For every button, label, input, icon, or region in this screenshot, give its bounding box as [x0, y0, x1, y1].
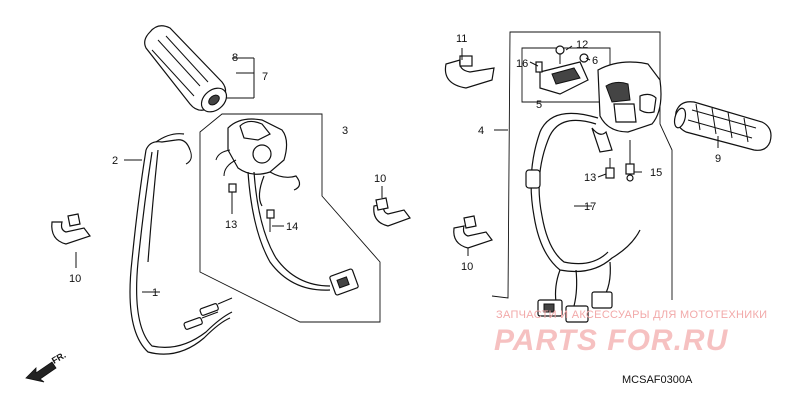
screw-14-left — [266, 209, 275, 232]
callout-10-middle: 10 — [374, 173, 386, 185]
callout-8: 8 — [232, 52, 238, 64]
left-assembly-frame — [124, 57, 381, 323]
callout-13-right: 13 — [584, 172, 596, 184]
band-clamp-11 — [444, 55, 495, 89]
callout-17: 17 — [584, 201, 596, 213]
right-grip — [673, 101, 772, 151]
callout-1: 1 — [152, 287, 158, 299]
callout-10-right: 10 — [461, 261, 473, 273]
callout-5: 5 — [536, 99, 542, 111]
screw-13-right — [605, 158, 615, 179]
right-wire-harness — [525, 112, 641, 323]
callout-4: 4 — [478, 125, 484, 137]
diagram-code: MCSAF0300A — [622, 374, 693, 386]
band-clamp-middle — [373, 197, 411, 227]
callout-15: 15 — [650, 167, 662, 179]
callout-16: 16 — [516, 58, 528, 70]
screw-13-left — [228, 183, 237, 206]
front-direction-arrow: FR. — [25, 350, 68, 383]
front-direction-label: FR. — [50, 350, 68, 366]
left-switch-housing — [215, 118, 359, 296]
band-clamp-left — [51, 213, 91, 245]
watermark-tagline: ЗАПЧАСТИ И АКСЕССУАРЫ ДЛЯ МОТОТЕХНИКИ — [496, 309, 767, 321]
callout-13-left: 13 — [225, 219, 237, 231]
callout-2: 2 — [112, 155, 118, 167]
callout-10-left: 10 — [69, 273, 81, 285]
callout-12: 12 — [576, 39, 588, 51]
watermark-brand: PARTS FOR.RU — [494, 324, 729, 357]
throttle-grip — [144, 25, 228, 113]
callout-7: 7 — [262, 71, 268, 83]
callout-9: 9 — [715, 153, 721, 165]
screw-15-right — [625, 140, 635, 182]
band-clamp-right — [453, 215, 493, 249]
upper-bracket — [535, 45, 589, 95]
callout-3: 3 — [342, 125, 348, 137]
callout-6: 6 — [592, 55, 598, 67]
right-leaders — [75, 45, 719, 268]
right-switch-housing — [591, 61, 662, 153]
callout-11: 11 — [456, 33, 467, 45]
throttle-cables — [129, 133, 233, 355]
callout-14: 14 — [286, 221, 298, 233]
